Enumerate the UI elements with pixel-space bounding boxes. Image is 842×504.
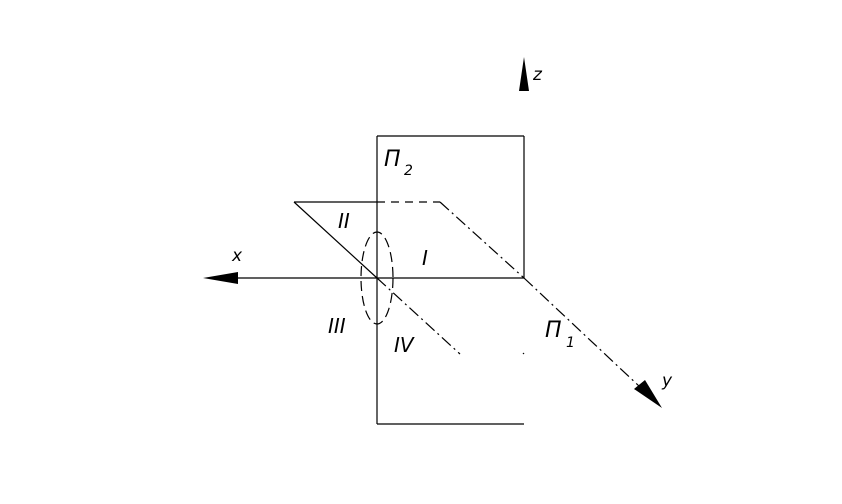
origin-ellipse xyxy=(360,231,394,325)
p1-right-edge-dashdot xyxy=(439,201,525,279)
p1-front-point xyxy=(522,352,525,355)
y-axis-arrow xyxy=(634,380,662,408)
plane-p2-subscript: 2 xyxy=(404,163,413,179)
p1-left-edge-solid xyxy=(293,201,378,279)
quadrant-iii-label: III xyxy=(328,314,346,338)
y-axis-line xyxy=(523,277,641,388)
x-axis-label: x xyxy=(231,246,243,266)
quadrant-i-label: I xyxy=(422,246,428,270)
plane-p2-label: П xyxy=(384,147,401,172)
quadrant-ii-label: II xyxy=(338,209,350,233)
quadrant-iv-label: IV xyxy=(394,333,415,357)
horizontal-plane-p1 xyxy=(293,201,525,355)
y-axis-label: y xyxy=(661,371,673,391)
frontal-plane-p2 xyxy=(376,135,525,425)
z-axis-arrow xyxy=(519,57,529,91)
axes xyxy=(235,277,641,388)
p1-left-edge-dashed xyxy=(376,277,461,355)
plane-p1-subscript: 1 xyxy=(566,335,575,351)
x-axis-arrow xyxy=(203,272,238,284)
z-axis-label: z xyxy=(532,65,543,85)
plane-p1-label: П xyxy=(545,318,562,343)
